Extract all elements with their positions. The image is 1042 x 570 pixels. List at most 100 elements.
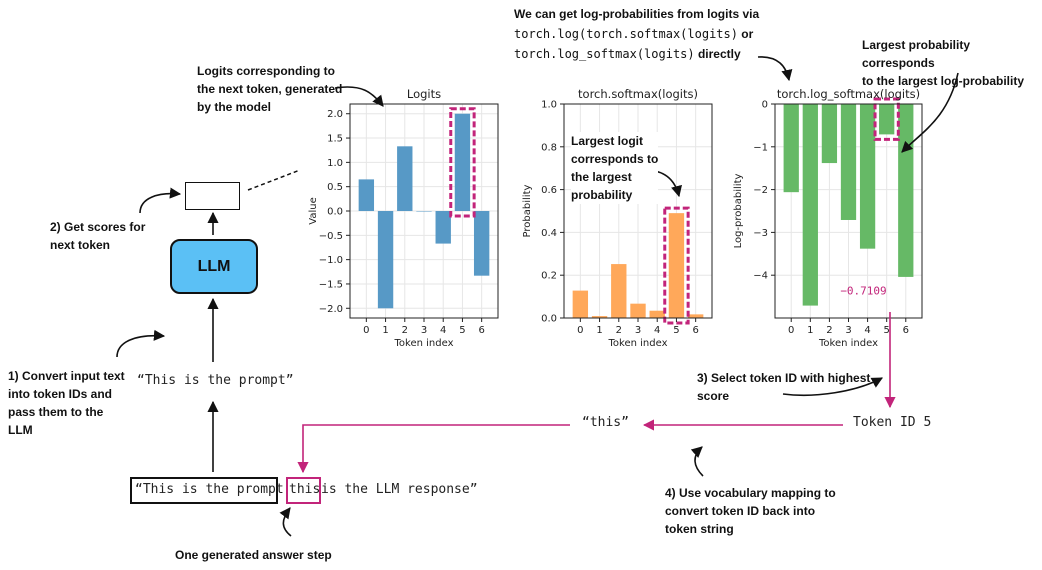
- chart-value-annotation: −0.7109: [840, 284, 886, 297]
- chart-y-tick-label: −4: [753, 271, 768, 282]
- curve-arrow-step4: [690, 446, 704, 477]
- chart-highlight-box: [873, 97, 900, 141]
- chart-bar: [687, 314, 704, 318]
- prompt-text: “This is the prompt”: [137, 373, 294, 388]
- chart-bar: [454, 113, 471, 211]
- chart-y-tick-label: 1.5: [327, 134, 343, 145]
- chart-y-tick-label: 0.0: [327, 207, 343, 218]
- step2-note-line: next token: [50, 238, 111, 252]
- step1-note-line: into token IDs and: [8, 387, 113, 401]
- chart-y-tick-label: 1.0: [327, 158, 343, 169]
- chart-x-tick-label: 6: [478, 325, 484, 336]
- chart-title: torch.softmax(logits): [578, 87, 698, 101]
- curve-arrow-logits-note: [334, 86, 384, 107]
- logits-note: Logits corresponding to the next token, …: [197, 62, 342, 116]
- chart-x-tick-label: 1: [807, 325, 813, 336]
- chart-y-axis-label: Probability: [522, 184, 533, 237]
- chart-x-tick-label: 2: [402, 325, 408, 336]
- chart-x-tick-label: 4: [440, 325, 446, 336]
- chart-bar: [435, 211, 451, 244]
- chart-y-tick-label: −2: [753, 185, 768, 196]
- step2-note-line: 2) Get scores for: [50, 220, 146, 234]
- largest-prob-note-line: Largest probability corresponds: [862, 38, 971, 70]
- chart-y-tick-label: 0.0: [541, 314, 557, 325]
- chart-y-tick-label: −1.0: [319, 255, 343, 266]
- chart-bar: [783, 104, 799, 193]
- prompt-box: [130, 477, 278, 504]
- chart-bar: [649, 310, 665, 318]
- arrow-this-to-response: [297, 424, 570, 474]
- llm-label: LLM: [197, 257, 231, 275]
- chart-y-tick-label: −2.0: [319, 304, 343, 315]
- chart-x-tick-label: 0: [363, 325, 369, 336]
- chart-y-tick-label: 1.0: [541, 100, 557, 111]
- chart-x-tick-label: 4: [864, 325, 870, 336]
- chart-bar: [358, 179, 375, 211]
- chart-x-axis-label: Token index: [394, 338, 454, 349]
- step3-note-line: 3) Select token ID with highest: [697, 371, 871, 385]
- chart-x-tick-label: 2: [616, 325, 622, 336]
- chart-y-tick-label: −3: [753, 228, 768, 239]
- logits-note-line: Logits corresponding to: [197, 64, 335, 78]
- chart-y-tick-label: −1.5: [319, 279, 343, 290]
- llm-box: LLM: [170, 239, 258, 294]
- chart-bar: [397, 146, 413, 211]
- largest-logit-note-line: probability: [571, 188, 633, 202]
- chart-x-tick-label: 6: [903, 325, 909, 336]
- step2-note: 2) Get scores for next token: [50, 218, 145, 254]
- chart-x-tick-label: 6: [692, 325, 698, 336]
- step4-note: 4) Use vocabulary mapping to convert tok…: [665, 484, 836, 538]
- logits-note-line: the next token, generated: [197, 82, 343, 96]
- this-token-text: “this”: [582, 415, 629, 430]
- chart-x-tick-label: 1: [382, 325, 388, 336]
- chart-x-tick-label: 3: [635, 325, 641, 336]
- token-id-text: Token ID 5: [853, 415, 932, 430]
- logprob-or: or: [737, 27, 754, 41]
- chart-highlight-box: [449, 107, 476, 218]
- chart-x-tick-label: 5: [459, 325, 465, 336]
- step3-note-line: score: [697, 389, 730, 403]
- step1-note-line: LLM: [8, 423, 33, 437]
- chart-bar: [611, 264, 627, 318]
- chart-y-tick-label: 0.8: [541, 142, 557, 153]
- logits-note-line: by the model: [197, 100, 272, 114]
- logprob-code-2: torch.log_softmax(logits): [514, 47, 695, 61]
- response-this-part: this: [289, 482, 321, 497]
- step4-note-line: 4) Use vocabulary mapping to: [665, 486, 836, 500]
- response-prompt-part: “This is the prompt: [135, 482, 284, 497]
- chart-bar: [572, 290, 589, 318]
- logprob-intro-note: We can get log-probabilities from logits…: [514, 4, 759, 64]
- chart-x-tick-label: 0: [788, 325, 794, 336]
- logprob-intro-line: We can get log-probabilities from logits…: [514, 7, 760, 21]
- chart-x-tick-label: 4: [654, 325, 660, 336]
- chart-y-tick-label: 0.5: [327, 182, 343, 193]
- chart-y-tick-label: −1: [753, 142, 768, 153]
- curve-arrow-step1: [116, 329, 166, 358]
- chart-y-tick-label: 2.0: [327, 109, 343, 120]
- chart-y-tick-label: 0: [762, 100, 768, 111]
- chart-bar: [840, 104, 857, 220]
- chart-bar: [473, 211, 490, 276]
- logprob-directly: directly: [694, 47, 741, 61]
- chart-x-axis-label: Token index: [818, 338, 878, 349]
- dotted-link-output-to-chart: [247, 169, 301, 191]
- largest-prob-note-line: to the largest log-probability: [862, 74, 1025, 88]
- chart-bar: [898, 104, 914, 277]
- chart-y-tick-label: −0.5: [319, 231, 343, 242]
- chart-x-tick-label: 1: [596, 325, 602, 336]
- chart-x-tick-label: 3: [845, 325, 851, 336]
- chart-y-axis-label: Value: [308, 197, 319, 224]
- logprob-code-1: torch.log(torch.softmax(logits): [514, 27, 738, 41]
- chart-bar: [802, 104, 818, 306]
- response-rest-part: is the LLM response”: [321, 482, 478, 497]
- curve-arrow-largest-prob: [901, 72, 959, 153]
- step3-note: 3) Select token ID with highest score: [697, 369, 870, 405]
- chart-x-tick-label: 5: [883, 325, 889, 336]
- chart-x-tick-label: 2: [826, 325, 832, 336]
- chart-y-tick-label: 0.4: [541, 228, 557, 239]
- chart-y-tick-label: 0.6: [541, 185, 557, 196]
- step1-note: 1) Convert input text into token IDs and…: [8, 367, 125, 439]
- chart-y-tick-label: 0.2: [541, 271, 557, 282]
